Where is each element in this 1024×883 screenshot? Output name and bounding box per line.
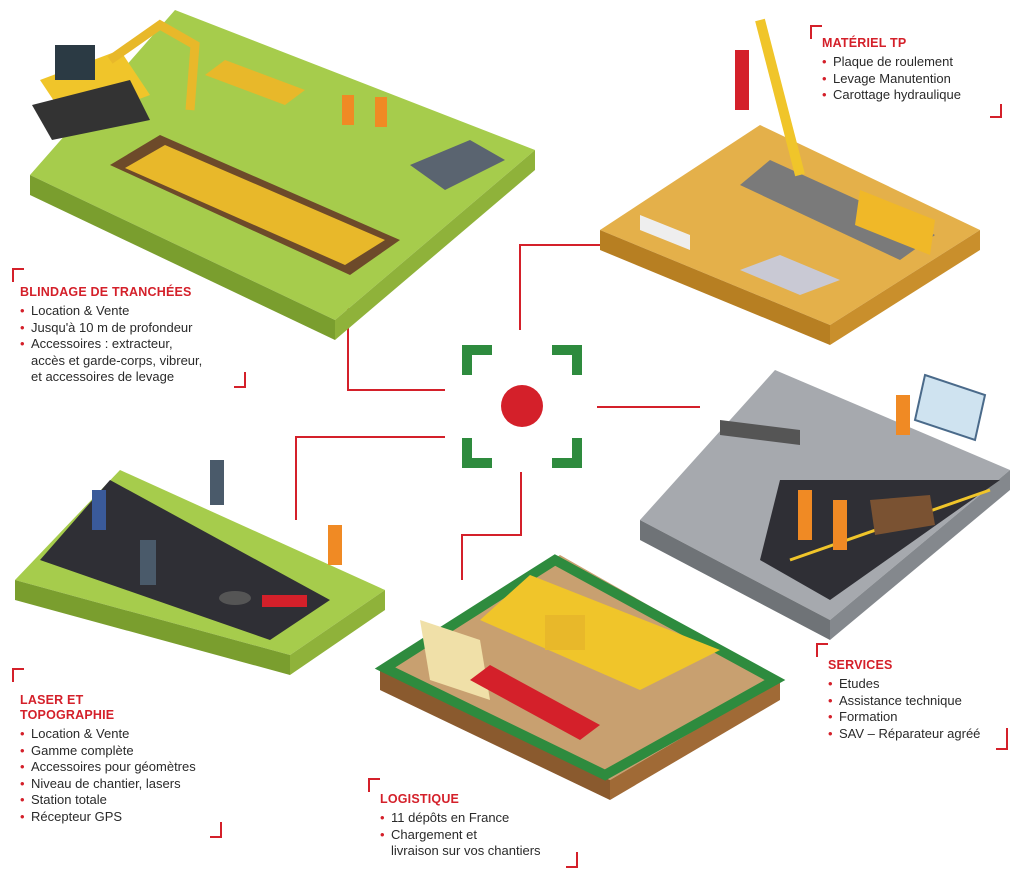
bracket-materiel-end <box>990 104 1002 118</box>
worker-icon <box>342 95 387 127</box>
list-item: Carottage hydraulique <box>822 87 961 104</box>
crane-tile <box>600 18 980 345</box>
worker-icon <box>92 460 342 585</box>
connector-laser <box>295 436 445 520</box>
list-item: Accessoires : extracteur, <box>20 336 202 353</box>
list-item: Location & Vente <box>20 303 202 320</box>
connector-materiel <box>519 244 610 330</box>
list-item: Niveau de chantier, lasers <box>20 776 196 793</box>
target-icon <box>462 345 582 468</box>
bracket-blindage-end <box>234 372 246 388</box>
blindage-title: BLINDAGE DE TRANCHÉES <box>20 285 192 299</box>
list-item: Récepteur GPS <box>20 809 196 826</box>
bracket-laser-end <box>210 822 222 838</box>
label-blindage: BLINDAGE DE TRANCHÉES Location & Vente J… <box>20 285 202 386</box>
materiel-title: MATÉRIEL TP <box>822 36 907 50</box>
bracket-laser <box>12 668 24 682</box>
survey-tile <box>15 460 385 675</box>
list-item: Etudes <box>828 676 980 693</box>
label-services: SERVICES Etudes Assistance technique For… <box>828 658 980 742</box>
logistics-tile <box>374 554 786 800</box>
connector-blindage <box>347 305 445 391</box>
list-item: Assistance technique <box>828 693 980 710</box>
label-materiel: MATÉRIEL TP Plaque de roulement Levage M… <box>822 36 961 104</box>
laser-title-line1: LASER ET <box>20 693 84 707</box>
logistique-title: LOGISTIQUE <box>380 792 460 806</box>
list-item: Location & Vente <box>20 726 196 743</box>
laser-title-line2: TOPOGRAPHIE <box>20 708 115 722</box>
label-laser: LASER ET TOPOGRAPHIE Location & Vente Ga… <box>20 693 196 825</box>
list-item-continuation: livraison sur vos chantiers <box>391 843 541 858</box>
connector-logistique <box>461 472 522 580</box>
list-item: Formation <box>828 709 980 726</box>
list-item: 11 dépôts en France <box>380 810 541 827</box>
list-item: Plaque de roulement <box>822 54 961 71</box>
bracket-logistique-end <box>566 852 578 868</box>
list-item: Accessoires pour géomètres <box>20 759 196 776</box>
list-item: Levage Manutention <box>822 71 961 88</box>
services-title: SERVICES <box>828 658 893 672</box>
list-item-continuation: et accessoires de levage <box>31 369 175 384</box>
trench-tile <box>30 10 535 340</box>
list-item: SAV – Réparateur agréé <box>828 726 980 743</box>
bracket-services-end <box>996 728 1008 750</box>
list-item: Station totale <box>20 792 196 809</box>
label-logistique: LOGISTIQUE 11 dépôts en France Chargemen… <box>380 792 541 860</box>
bracket-blindage <box>12 268 24 282</box>
worker-icon <box>798 395 910 550</box>
list-item: Chargement et <box>380 827 541 844</box>
bracket-logistique <box>368 778 380 792</box>
connector-lines <box>295 244 700 580</box>
list-item-continuation: accès et garde-corps, vibreur, <box>31 352 203 368</box>
list-item: Gamme complète <box>20 743 196 760</box>
services-tile <box>640 370 1010 640</box>
list-item: Jusqu'à 10 m de profondeur <box>20 320 202 337</box>
excavator-icon <box>32 19 200 140</box>
bracket-materiel <box>810 25 822 39</box>
laser-title: LASER ET TOPOGRAPHIE <box>20 693 196 723</box>
bracket-services <box>816 643 828 657</box>
